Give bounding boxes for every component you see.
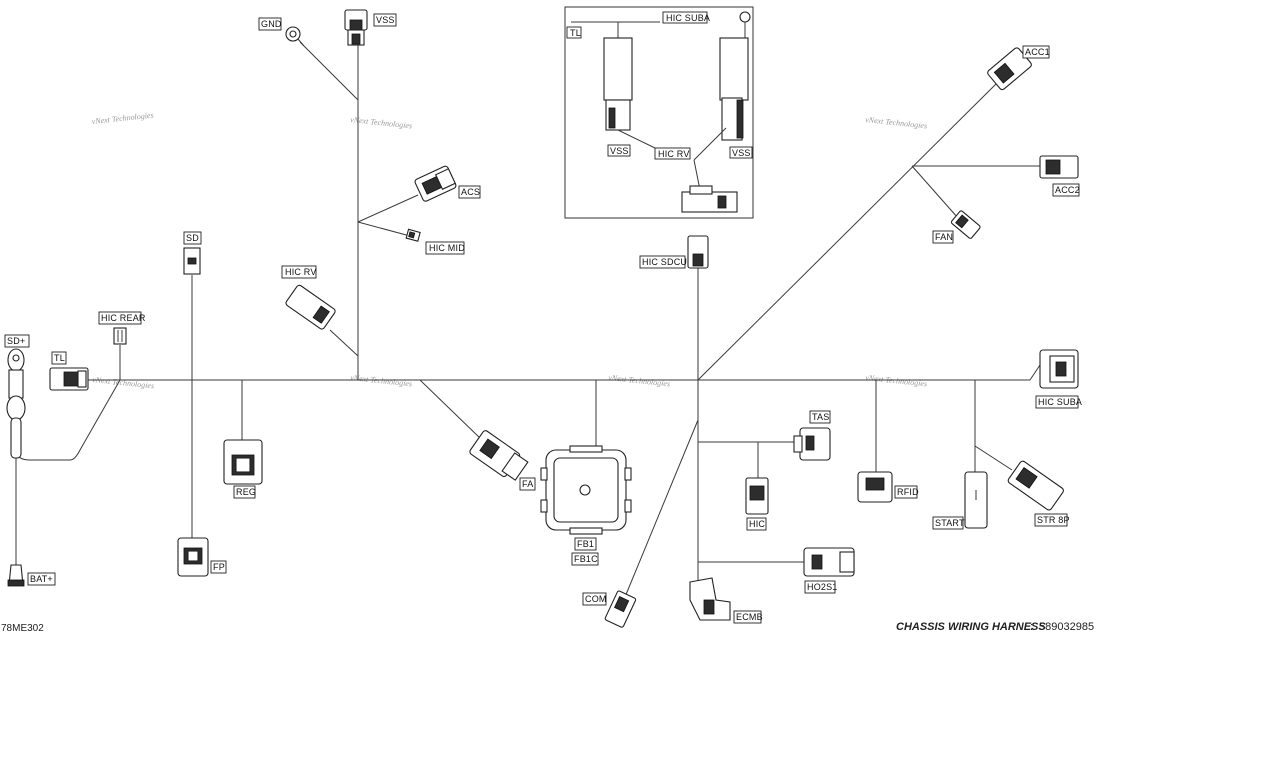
label-ecmb: ECMB: [736, 612, 763, 622]
ring-terminal-icon: [285, 26, 305, 47]
acc2-connector-icon: [1039, 155, 1079, 179]
harness-wires: [15, 41, 1041, 598]
fa-connector-icon: [469, 430, 529, 481]
watermark-text: vNext Technologies: [350, 373, 413, 388]
fb1-fusebox-icon: [540, 445, 632, 535]
str-8p-connector-icon: [1007, 460, 1064, 511]
hic-mid-connector-icon: [405, 228, 421, 242]
hic-rear-connector-icon: [113, 327, 127, 345]
start-connector-icon: [964, 471, 988, 529]
watermarks: vNext Technologies vNext Technologies vN…: [91, 111, 927, 391]
label-rfid: RFID: [897, 487, 919, 497]
label-fa: FA: [522, 479, 533, 489]
hic-suba-connector-icon: [1039, 349, 1079, 389]
fan-connector-icon: [950, 210, 981, 239]
footer: 78ME302 CHASSIS WIRING HARNESS : 5890329…: [1, 621, 1094, 634]
tas-connector-icon: [793, 427, 831, 461]
title-separator: :: [1030, 621, 1033, 633]
watermark-text: vNext Technologies: [865, 373, 928, 388]
watermark-text: vNext Technologies: [608, 373, 671, 388]
label-fb1: FB1: [577, 539, 594, 549]
ecmb-connector-icon: [689, 577, 731, 621]
label-acc2: ACC2: [1055, 185, 1080, 195]
fp-connector-icon: [177, 537, 209, 577]
part-number: 589032985: [1039, 621, 1094, 633]
tl-connector-icon: [49, 367, 89, 391]
bat-plus-terminal-icon: [7, 564, 25, 587]
label-tl: TL: [54, 353, 65, 363]
label-com: COM: [585, 594, 607, 604]
label-acc1: ACC1: [1025, 47, 1050, 57]
label-hic: HIC: [749, 519, 765, 529]
hic-connector-icon: [745, 477, 769, 515]
acs-connector-icon: [414, 165, 457, 202]
harness-title: CHASSIS WIRING HARNESS: [896, 621, 1046, 633]
label-reg: REG: [236, 487, 256, 497]
label-bat-plus: BAT+: [30, 574, 53, 584]
label-hic-suba: HIC SUBA: [1038, 397, 1082, 407]
connector-shapes: [6, 9, 1079, 628]
label-fp: FP: [213, 562, 225, 572]
label-hic-rear: HIC REAR: [101, 313, 146, 323]
label-hic-sdcu: HIC SDCU: [642, 257, 687, 267]
inset-label-tl: TL: [570, 28, 581, 38]
label-ho2s1: HO2S1: [807, 582, 838, 592]
reg-connector-icon: [223, 439, 263, 485]
label-vss-top: VSS: [376, 15, 395, 25]
inset-detail: TL HIC SUBA VSS HIC RV VSS: [564, 6, 754, 219]
watermark-text: vNext Technologies: [350, 115, 413, 130]
com-connector-icon: [604, 590, 637, 628]
watermark-text: vNext Technologies: [865, 115, 928, 130]
connector-labels: GND VSS ACS HIC MID SD HIC RV HIC REAR S…: [4, 13, 1082, 624]
hic-sdcu-connector-icon: [687, 235, 709, 269]
ring-terminal-icon: [739, 11, 751, 23]
inset-label-hic-rv: HIC RV: [658, 149, 690, 159]
ho2s1-connector-icon: [803, 547, 855, 577]
watermark-text: vNext Technologies: [92, 375, 155, 390]
label-hic-mid: HIC MID: [429, 243, 465, 253]
inset-label-hic-suba: HIC SUBA: [666, 13, 710, 23]
label-gnd: GND: [261, 19, 282, 29]
sd-connector-icon: [183, 247, 201, 275]
hic-rv-connector-icon: [285, 284, 336, 330]
inset-label-vss-left: VSS: [610, 146, 629, 156]
label-sd: SD: [186, 233, 199, 243]
label-sd-plus: SD+: [7, 336, 25, 346]
vss-connector-icon: [344, 9, 368, 46]
label-start: START: [935, 518, 965, 528]
label-str-8p: STR 8P: [1037, 515, 1070, 525]
inset-label-vss-right: VSS: [732, 148, 751, 158]
rfid-connector-icon: [857, 471, 893, 503]
label-fan: FAN: [935, 232, 953, 242]
drawing-code: 78ME302: [1, 623, 44, 634]
watermark-text: vNext Technologies: [91, 111, 154, 126]
label-fb1c: FB1C: [574, 554, 598, 564]
label-hic-rv: HIC RV: [285, 267, 317, 277]
label-tas: TAS: [812, 412, 829, 422]
sd-plus-cable-icon: [6, 348, 26, 459]
label-acs: ACS: [461, 187, 480, 197]
